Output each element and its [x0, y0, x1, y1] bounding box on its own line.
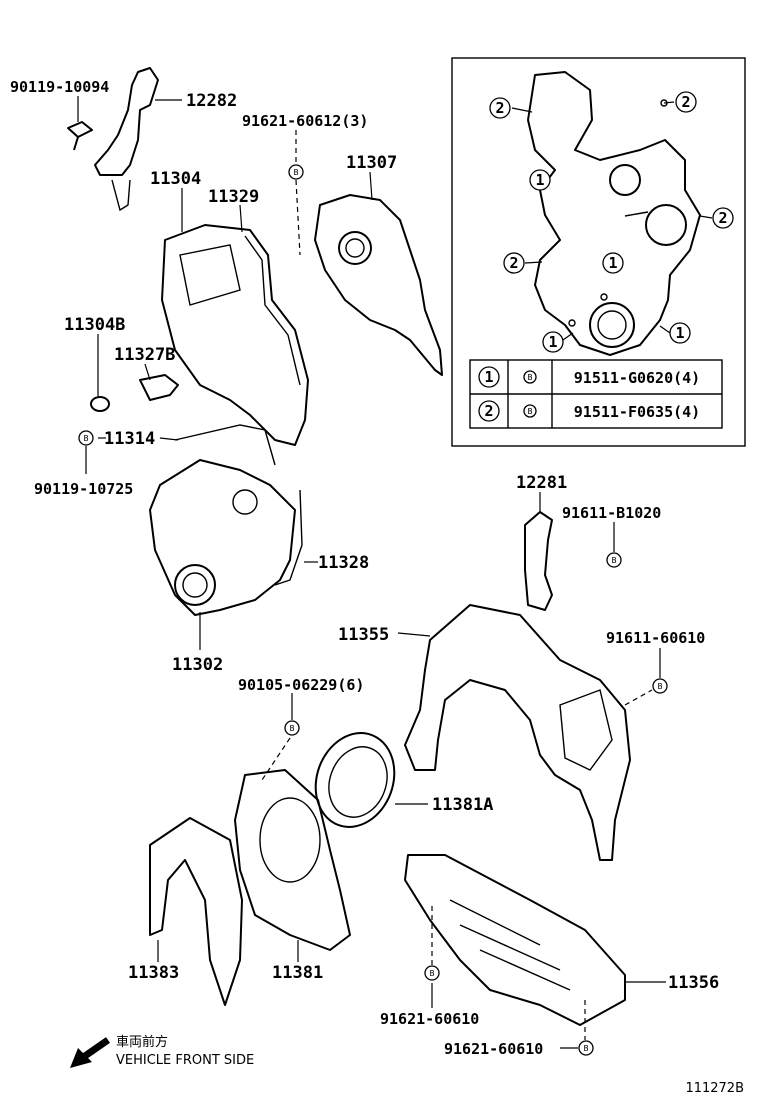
callout-11381: 11381 — [272, 963, 323, 983]
svg-text:2: 2 — [681, 93, 690, 111]
svg-text:B: B — [290, 724, 295, 733]
bolt-symbol: B — [424, 965, 440, 981]
svg-text:1: 1 — [675, 324, 684, 342]
bolt-symbols: B B B B B B B — [78, 164, 668, 1056]
bolt-symbol: B — [578, 1040, 594, 1056]
svg-text:1: 1 — [548, 333, 557, 351]
leader-lines — [77, 96, 666, 1049]
bolt-symbol: B — [652, 678, 668, 694]
svg-text:B: B — [430, 969, 435, 978]
svg-text:2: 2 — [718, 209, 727, 227]
table-row-1: 1 B 91511-G0620(4) — [478, 366, 700, 388]
arrow-down-left-icon — [70, 1037, 110, 1068]
callout-11383: 11383 — [128, 963, 179, 983]
inset-hole-upper — [609, 164, 641, 196]
retainer-11381 — [234, 769, 351, 951]
bracket-11327B — [139, 374, 179, 401]
svg-text:B: B — [528, 407, 533, 416]
vehicle-front-indicator: 車両前方 VEHICLE FRONT SIDE — [70, 1034, 254, 1068]
gasket-11383 — [149, 817, 243, 1006]
callout-91621-60610-left: 91621-60610 — [380, 1010, 479, 1028]
wire-11328 — [274, 489, 303, 586]
lower-cover-11356 — [404, 854, 626, 1026]
bracket-12282 — [94, 67, 159, 176]
svg-text:2: 2 — [495, 99, 504, 117]
bolt-symbol: B — [284, 720, 300, 736]
svg-text:B: B — [84, 434, 89, 443]
callout-90119-10725: 90119-10725 — [34, 480, 133, 498]
upper-timing-cover-11304 — [161, 224, 309, 446]
callout-90119-10094: 90119-10094 — [10, 78, 109, 96]
callout-91611-B1020: 91611-B1020 — [562, 504, 661, 522]
direction-label-en: VEHICLE FRONT SIDE — [116, 1053, 254, 1068]
callout-12282: 12282 — [186, 91, 237, 111]
callout-90105-06229: 90105-06229(6) — [238, 676, 364, 694]
svg-text:B: B — [584, 1044, 589, 1053]
table-row-2: 2 B 91511-F0635(4) — [478, 400, 700, 422]
marker-2-right: 2 — [712, 207, 734, 229]
bolt-symbol: B — [78, 430, 94, 446]
callout-91621-60612: 91621-60612(3) — [242, 112, 368, 130]
svg-text:1: 1 — [535, 171, 544, 189]
oil-seal-11381A — [314, 732, 396, 828]
marker-1-left-upper: 1 — [529, 169, 551, 191]
figure-id: 111272B — [685, 1081, 744, 1096]
callout-11304: 11304 — [150, 169, 201, 189]
bolt-symbol: B — [288, 164, 304, 180]
svg-text:91511-G0620(4): 91511-G0620(4) — [574, 369, 700, 387]
marker-1-bottom-right: 1 — [669, 322, 691, 344]
marker-2-top-left: 2 — [489, 97, 511, 119]
inset-cover-outline — [527, 71, 701, 356]
marker-2-left-mid: 2 — [503, 252, 525, 274]
callout-11327B: 11327B — [114, 345, 175, 365]
callout-91611-60610: 91611-60610 — [606, 629, 705, 647]
callout-11355: 11355 — [338, 625, 389, 645]
svg-text:1: 1 — [484, 368, 493, 386]
svg-text:B: B — [294, 168, 299, 177]
svg-text:B: B — [528, 373, 533, 382]
callout-labels: 90119-10094 12282 91621-60612(3) 11307 1… — [10, 78, 719, 1058]
svg-text:2: 2 — [509, 254, 518, 272]
bolt-symbol — [523, 370, 537, 384]
callout-12281: 12281 — [516, 473, 567, 493]
callout-11307: 11307 — [346, 153, 397, 173]
marker-1-center: 1 — [602, 252, 624, 274]
callout-11356: 11356 — [668, 973, 719, 993]
bolt-legend-table: 1 B 91511-G0620(4) 2 B 91511-F0635(4) — [469, 359, 723, 429]
inset-hole-mid — [645, 204, 687, 246]
callout-11314: 11314 — [104, 429, 155, 449]
bracket-12281 — [524, 511, 553, 611]
inset-crank-seal-inner — [597, 310, 627, 340]
svg-text:2: 2 — [484, 402, 493, 420]
direction-label-jp: 車両前方 — [116, 1034, 168, 1050]
callout-11328: 11328 — [318, 553, 369, 573]
svg-text:B: B — [658, 682, 663, 691]
backing-plate-11355 — [404, 604, 631, 861]
svg-text:1: 1 — [608, 254, 617, 272]
callout-11329: 11329 — [208, 187, 259, 207]
bolt-symbol — [523, 404, 537, 418]
inset-crank-seal — [589, 302, 635, 348]
marker-1-bottom-left: 1 — [542, 331, 564, 353]
callout-11302: 11302 — [172, 655, 223, 675]
callout-11304B: 11304B — [64, 315, 125, 335]
bolt-symbol: B — [606, 552, 622, 568]
marker-2-top-right: 2 — [675, 91, 697, 113]
lower-timing-cover-11302 — [149, 459, 296, 616]
callout-11381A: 11381A — [432, 795, 493, 815]
svg-text:91511-F0635(4): 91511-F0635(4) — [574, 403, 700, 421]
inset-panel: 2 2 1 2 2 1 1 1 — [451, 57, 746, 447]
bolt-90119-10094 — [67, 121, 93, 151]
cover-11307 — [314, 194, 443, 376]
cap-11304B — [90, 396, 110, 412]
svg-text:B: B — [612, 556, 617, 565]
gasket-11314 — [174, 424, 276, 466]
callout-91621-60610-right: 91621-60610 — [444, 1040, 543, 1058]
